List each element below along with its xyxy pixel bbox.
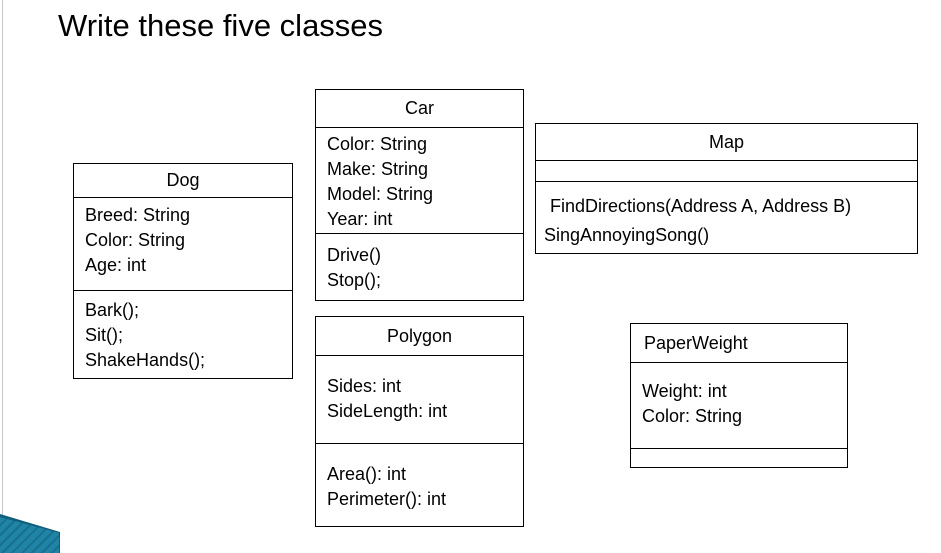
method-line: Drive() xyxy=(327,245,381,265)
method-line: Area(): int xyxy=(327,464,407,484)
attributes-section-dog: Breed: String Color: String Age: int xyxy=(74,198,292,291)
method-line: Sit(); xyxy=(85,325,123,345)
methods-section-paperweight-empty xyxy=(631,449,847,467)
slide-title: Write these five classes xyxy=(58,8,384,43)
method-line: SingAnnoyingSong() xyxy=(544,225,710,245)
class-name-car: Car xyxy=(316,90,523,128)
method-line: ShakeHands(); xyxy=(85,350,206,370)
method-line: Stop(); xyxy=(327,270,382,290)
class-name-polygon: Polygon xyxy=(316,317,523,356)
class-box-car: Car Color: String Make: String Model: St… xyxy=(315,89,524,301)
class-name-paperweight: PaperWeight xyxy=(631,324,847,363)
attribute-line: Color: String xyxy=(85,230,186,250)
methods-section-dog: Bark(); Sit(); ShakeHands(); xyxy=(74,291,292,378)
attribute-line: Sides: int xyxy=(327,376,402,396)
corner-accent-triangle xyxy=(0,517,59,553)
methods-section-polygon: Area(): int Perimeter(): int xyxy=(316,444,523,526)
class-name-dog: Dog xyxy=(74,164,292,198)
class-box-dog: Dog Breed: String Color: String Age: int… xyxy=(73,163,293,379)
method-line: Bark(); xyxy=(85,300,139,320)
attribute-line: Year: int xyxy=(327,209,393,229)
attribute-line: Color: String xyxy=(642,406,743,426)
attributes-section-polygon: Sides: int SideLength: int xyxy=(316,356,523,444)
attribute-line: Make: String xyxy=(327,159,429,179)
attributes-section-map-empty xyxy=(536,161,917,182)
attributes-section-paperweight: Weight: int Color: String xyxy=(631,363,847,449)
attributes-section-car: Color: String Make: String Model: String… xyxy=(316,128,523,234)
method-line: Perimeter(): int xyxy=(327,489,447,509)
methods-section-map: FindDirections(Address A, Address B) Sin… xyxy=(536,182,917,253)
attribute-line: Age: int xyxy=(85,255,147,275)
attribute-line: Breed: String xyxy=(85,205,191,225)
class-box-map: Map FindDirections(Address A, Address B)… xyxy=(535,123,918,254)
attribute-line: Weight: int xyxy=(642,381,727,401)
attribute-line: Color: String xyxy=(327,134,428,154)
class-box-paperweight: PaperWeight Weight: int Color: String xyxy=(630,323,848,468)
left-edge-line xyxy=(2,0,3,553)
attribute-line: Model: String xyxy=(327,184,434,204)
class-name-map: Map xyxy=(536,124,917,161)
attribute-line: SideLength: int xyxy=(327,401,448,421)
class-box-polygon: Polygon Sides: int SideLength: int Area(… xyxy=(315,316,524,527)
method-line: FindDirections(Address A, Address B) xyxy=(550,196,852,216)
methods-section-car: Drive() Stop(); xyxy=(316,234,523,300)
